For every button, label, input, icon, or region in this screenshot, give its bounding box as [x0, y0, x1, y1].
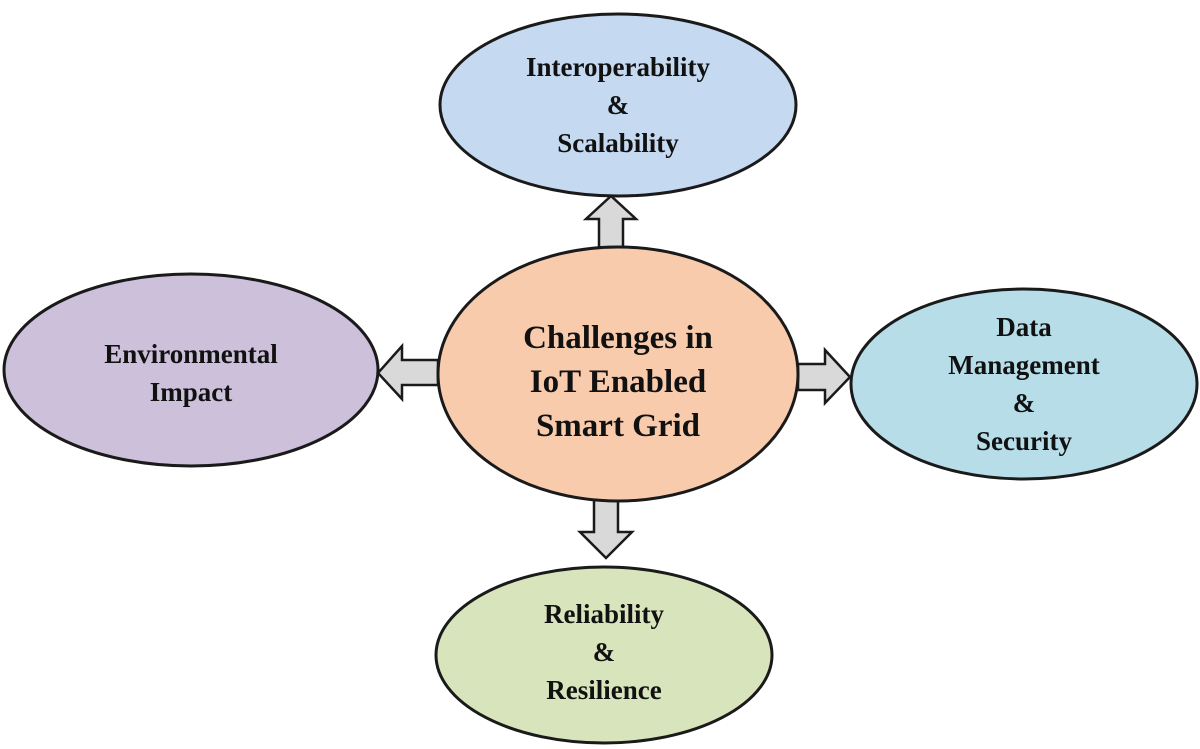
reliability-line-1: Reliability: [544, 599, 664, 629]
arrow-left-to-environmental: [376, 342, 440, 403]
node-data-management-ellipse: [849, 287, 1199, 481]
node-environmental-label: Environmental Impact: [4, 298, 378, 448]
node-environmental-ellipse: [2, 272, 380, 468]
arrow-down-to-reliability: [576, 498, 636, 560]
node-reliability-ellipse: [434, 565, 774, 745]
interoperability-line-1: Interoperability: [526, 52, 710, 82]
environmental-line-2: Impact: [149, 377, 233, 407]
node-center-ellipse: [436, 245, 800, 503]
reliability-line-2: &: [592, 637, 616, 667]
data-management-line-3: &: [1012, 388, 1036, 418]
node-data-management-label: Data Management & Security: [851, 306, 1197, 462]
node-center-label: Challenges in IoT Enabled Smart Grid: [438, 307, 798, 457]
arrow-up-to-interoperability: [582, 194, 640, 252]
center-line-1: Challenges in: [523, 320, 713, 356]
center-line-2: IoT Enabled: [529, 364, 707, 400]
node-interoperability-label: Interoperability & Scalability: [440, 30, 796, 180]
node-reliability-label: Reliability & Resilience: [436, 577, 772, 727]
data-management-line-1: Data: [996, 312, 1052, 342]
reliability-line-3: Resilience: [546, 675, 662, 705]
data-management-line-2: Management: [948, 350, 1100, 380]
data-management-line-4: Security: [976, 426, 1072, 456]
interoperability-line-3: Scalability: [557, 128, 679, 158]
center-line-3: Smart Grid: [535, 408, 701, 444]
node-interoperability-ellipse: [438, 12, 798, 198]
environmental-line-1: Environmental: [104, 339, 278, 369]
arrow-right-to-data-management: [796, 346, 852, 407]
interoperability-line-2: &: [606, 90, 630, 120]
